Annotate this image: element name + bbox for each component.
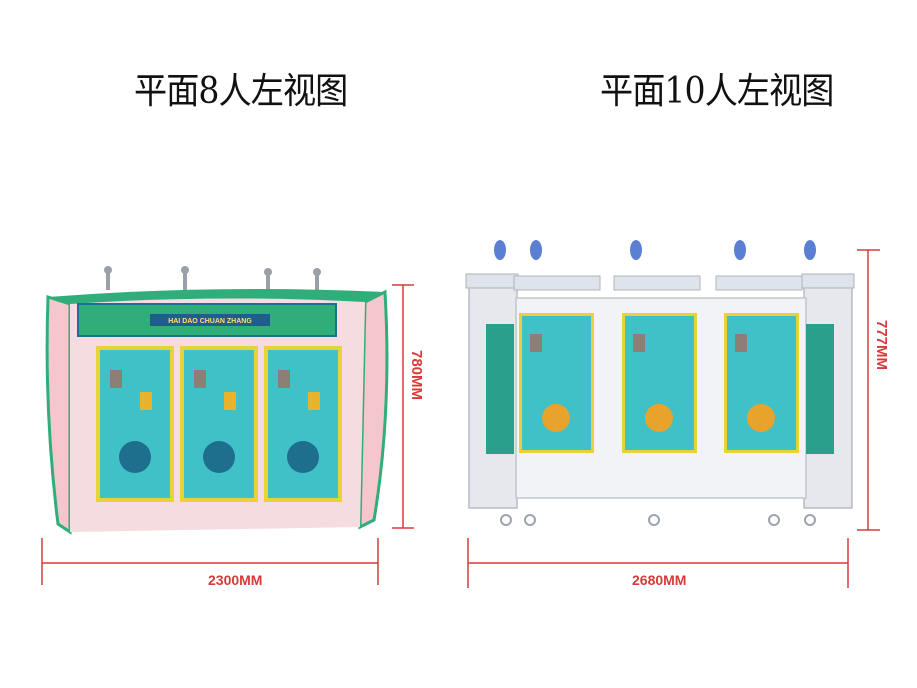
screen-panels <box>519 313 799 453</box>
joystick-icons <box>494 240 816 260</box>
right-view-title: 平面10人左视图 <box>600 71 834 112</box>
width-10-person-label: 2680MM <box>632 572 687 588</box>
height-8-person-label: 780MM <box>408 350 425 401</box>
machine-8-person-illustration: HAI DAO CHUAN ZHANG <box>45 266 389 535</box>
joystick-icons <box>104 266 321 290</box>
banner-text: HAI DAO CHUAN ZHANG <box>168 318 252 325</box>
left-view-title: 平面8人左视图 <box>134 71 348 112</box>
screen-panels <box>96 346 342 502</box>
machine-10-person-illustration <box>465 240 855 526</box>
height-10-person-label: 777MM <box>873 320 890 371</box>
width-8-person-label: 2300MM <box>208 572 263 588</box>
caster-icons <box>500 514 816 526</box>
